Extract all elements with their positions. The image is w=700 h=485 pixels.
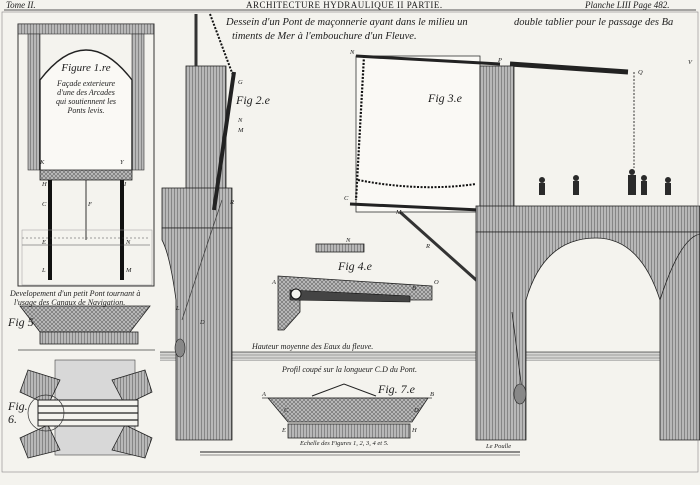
ref-letter: B [430,391,434,398]
figure-5-section [18,305,155,351]
water-band [160,352,700,361]
bridge-left-pier [161,13,236,441]
ref-letter: C [284,407,289,414]
figure-4-beam [277,243,433,331]
ref-letter: E [42,239,46,246]
ref-letter: H [412,427,417,434]
figure-6-plan [19,359,153,459]
ref-letter: M [238,127,244,134]
figure-1-caption-line: qui soutiennent les [56,97,116,107]
figure-1-elevation [17,23,155,287]
ref-letter: D [414,407,419,414]
plate-title-line1: Dessein d'un Pont de maçonnerie ayant da… [226,17,468,28]
section-title: ARCHITECTURE HYDRAULIQUE II PARTIE. [246,0,443,10]
tome-label: Tome II. [6,0,36,10]
plate-border [1,11,699,473]
ref-letter: N [238,117,243,124]
figure-7-profile [262,383,432,439]
ref-letter: F [88,201,92,208]
ref-letter: C [344,195,349,202]
ref-letter: A [262,391,266,398]
figure-1-caption-line: Façade exterieure [56,78,116,88]
ref-letter: M [396,209,402,216]
figure-1-label: Figure 1.re [61,62,111,74]
ref-letter: G [238,79,243,86]
plate-title-line1-right: double tablier pour le passage des Ba [514,17,674,28]
ref-letter: Y [120,159,124,166]
ref-letter: M [126,267,132,274]
figure-1-caption-line: d'une des Arcades [57,87,115,97]
figure-3-drawbridge [349,54,635,314]
ref-letter: V [688,59,692,66]
ref-letter: O [434,279,439,286]
ref-letter: I [124,181,127,188]
figure-1-cartouche: Figure 1.re Façade exterieure d'une des … [48,62,124,115]
ref-letter: A [272,279,276,286]
ref-letter: K [40,159,45,166]
ref-letter: N [346,237,351,244]
scale-bar [200,451,520,456]
figure-1-caption-line: Ponts levis. [67,106,105,116]
developement-caption-1: Developement d'un petit Pont tournant à [10,289,141,298]
engraver-signature: Le Poulle [486,443,512,450]
ref-letter: B [412,285,416,292]
ref-letter: Q [638,69,643,76]
ref-letter: C [42,201,47,208]
plate-title-line2: timents de Mer à l'embouchure d'un Fleuv… [232,31,417,42]
bridge-right-arches [475,65,700,441]
ref-letter: R [426,243,430,250]
figure-4-label: Fig 4.e [338,259,372,273]
figure-2-label: Fig 2.e [236,93,270,107]
figure-3-label: Fig 3.e [428,91,462,105]
ref-letter: L [176,305,180,312]
scale-caption: Echelle des Figures 1, 2, 3, 4 et 5. [300,440,389,447]
ref-letter: N [350,49,355,56]
water-level-caption: Hauteur moyenne des Eaux du fleuve. [252,342,374,351]
ref-letter: D [200,319,205,326]
ref-letter: P [498,57,502,64]
ref-letter: E [282,427,286,434]
ref-letter: L [42,267,46,274]
developement-caption-2: l'usage des Canaux de Navigation. [14,298,126,307]
ref-letter: H [42,181,47,188]
plate-number: Planche LIII Page 482. [585,0,670,10]
ref-letter: N [126,239,131,246]
profile-caption: Profil coupé sur la longueur C.D du Pont… [282,365,418,374]
figure-5-label: Fig 5 [8,315,34,329]
figure-7-label: Fig. 7.e [378,382,415,396]
figure-6-label: Fig. 6. [8,399,28,426]
ref-letter: R [230,199,234,206]
